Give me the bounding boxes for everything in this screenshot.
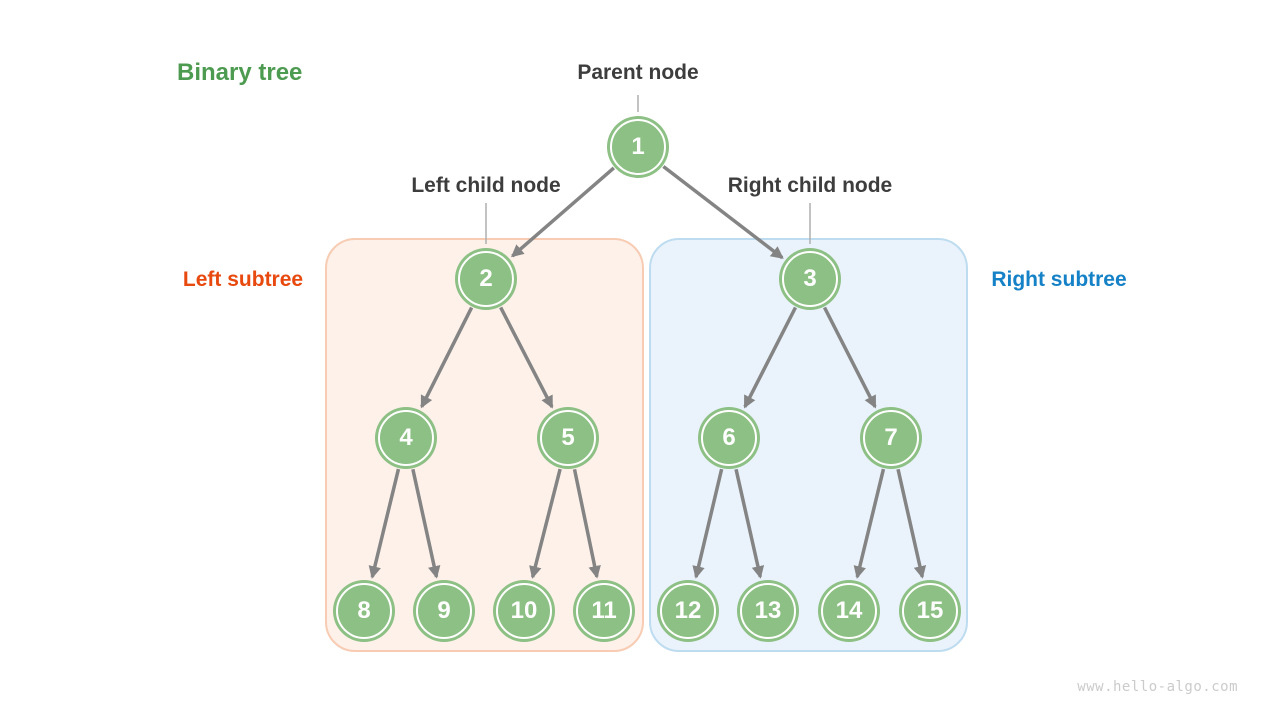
tree-node: 10 (493, 580, 555, 642)
watermark: www.hello-algo.com (1077, 679, 1238, 695)
page-title: Binary tree (177, 59, 303, 86)
tree-node: 5 (537, 407, 599, 469)
right-subtree-label: Right subtree (991, 268, 1127, 291)
tree-node: 14 (818, 580, 880, 642)
tree-node: 15 (899, 580, 961, 642)
tree-node: 4 (375, 407, 437, 469)
left-child-node-label: Left child node (411, 174, 561, 197)
tree-node: 2 (455, 248, 517, 310)
tree-node: 8 (333, 580, 395, 642)
tree-node: 7 (860, 407, 922, 469)
right-child-node-label: Right child node (727, 174, 893, 197)
parent-node-label: Parent node (577, 61, 699, 84)
tree-node: 12 (657, 580, 719, 642)
tree-node: 11 (573, 580, 635, 642)
tree-node: 3 (779, 248, 841, 310)
tree-node: 6 (698, 407, 760, 469)
left-subtree-label: Left subtree (182, 268, 304, 291)
tree-node: 13 (737, 580, 799, 642)
tree-node: 9 (413, 580, 475, 642)
tree-node: 1 (607, 116, 669, 178)
